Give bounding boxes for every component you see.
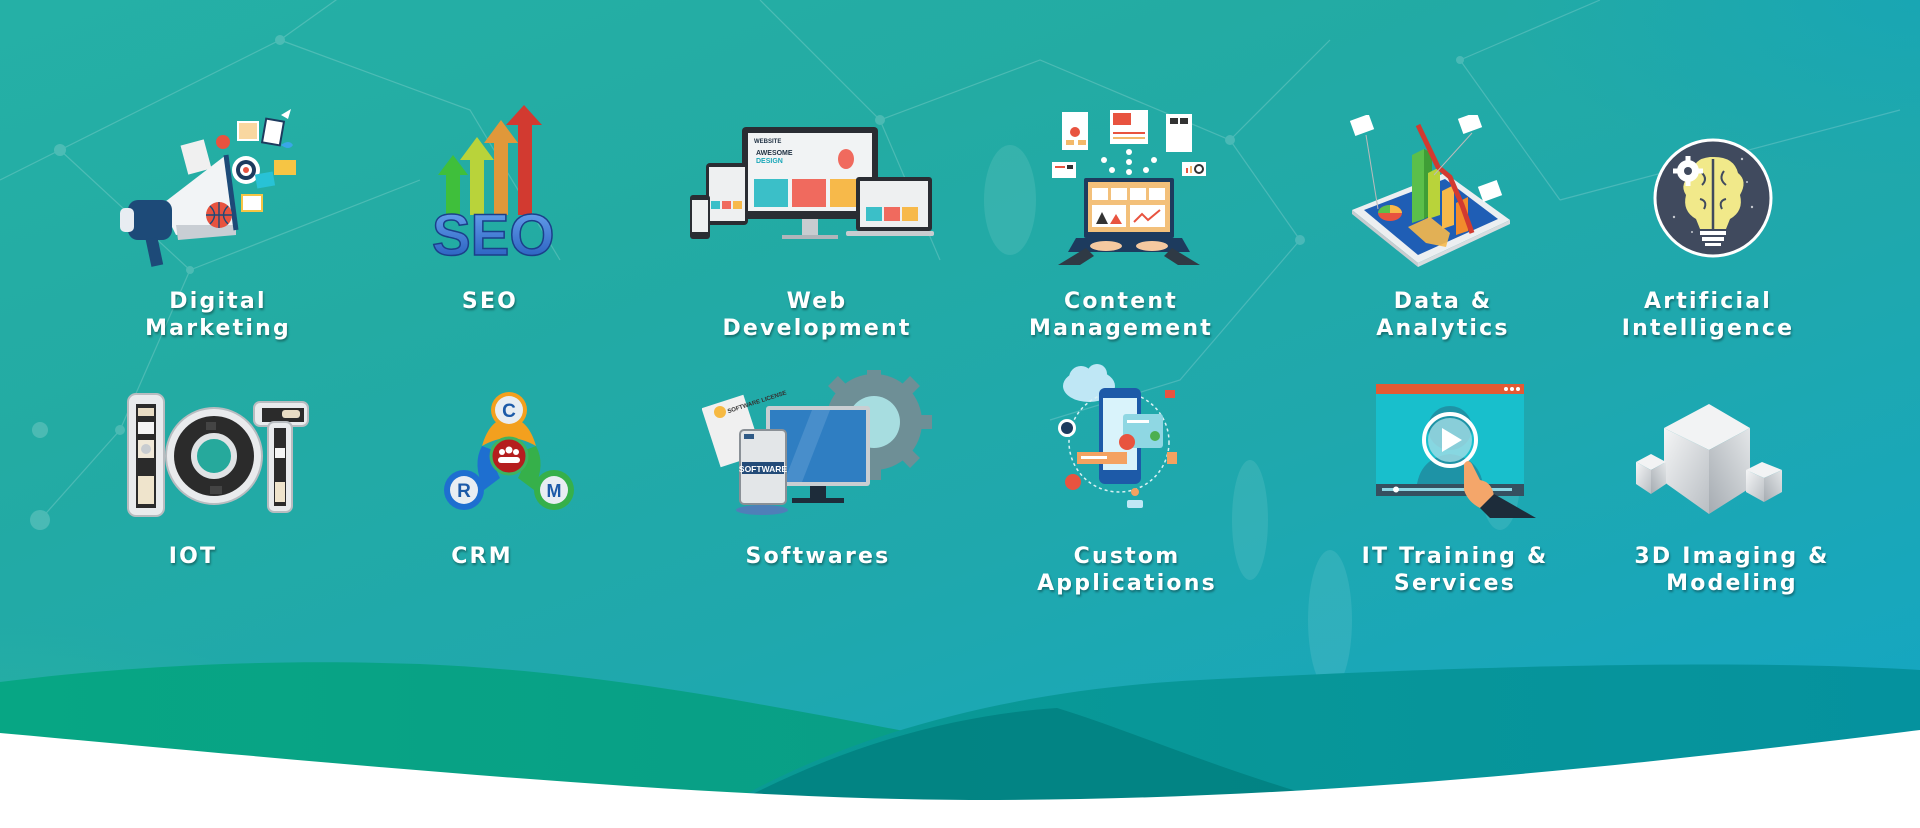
service-data-analytics[interactable]: Data &Analytics (1330, 90, 1560, 350)
service-label: Softwares (745, 544, 891, 569)
service-iot[interactable]: IOT (110, 380, 310, 580)
service-seo[interactable]: SEO SEO (400, 90, 580, 320)
svg-text:SOFTWARE: SOFTWARE (739, 464, 787, 474)
service-3d-imaging[interactable]: 3D Imaging &Modeling (1620, 370, 1840, 600)
svg-text:DESIGN: DESIGN (756, 158, 783, 165)
svg-text:R: R (457, 481, 471, 502)
iot-letters-icon (127, 393, 309, 517)
megaphone-icon (120, 109, 296, 267)
mobile-app-icon (1058, 364, 1177, 508)
brain-bulb-icon (1653, 138, 1773, 258)
video-training-icon (1376, 384, 1536, 518)
service-label: Data &Analytics (1376, 289, 1510, 341)
service-softwares[interactable]: SOFTWARE LICENSE SOFTWARE Softwares (690, 370, 950, 580)
svg-text:C: C (502, 401, 516, 422)
service-label: 3D Imaging &Modeling (1634, 544, 1830, 596)
svg-text:M: M (547, 481, 562, 501)
service-crm[interactable]: C R M CRM (420, 380, 600, 580)
svg-text:SEO: SEO (432, 203, 555, 267)
svg-text:WEBSITE: WEBSITE (754, 139, 781, 145)
tablet-chart-icon (1350, 115, 1510, 267)
responsive-devices-icon: WEBSITE AWESOME DESIGN (690, 127, 934, 239)
seo-growth-arrows-icon: SEO (431, 105, 555, 267)
crm-circles-icon: C R M (444, 392, 574, 510)
svg-text:AWESOME: AWESOME (756, 150, 793, 157)
service-label: IT Training &Services (1361, 544, 1549, 596)
service-label: CRM (451, 544, 513, 569)
3d-cubes-icon (1636, 404, 1782, 514)
service-it-training[interactable]: IT Training &Services (1350, 370, 1570, 600)
service-label: IOT (168, 544, 218, 569)
laptop-content-icon (1052, 110, 1206, 265)
service-label: SEO (461, 289, 519, 314)
software-box-gears-icon: SOFTWARE LICENSE SOFTWARE (702, 370, 932, 515)
